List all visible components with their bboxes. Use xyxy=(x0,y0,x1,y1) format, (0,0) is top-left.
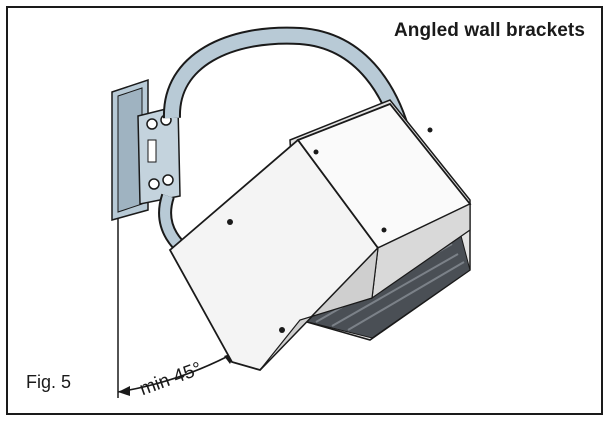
bolt-icon xyxy=(162,174,174,186)
screw-icon xyxy=(227,219,233,225)
figure-title: Angled wall brackets xyxy=(393,20,585,41)
arc-arrowhead-left xyxy=(118,386,130,396)
screw-icon xyxy=(381,227,387,233)
angle-arc xyxy=(117,351,237,393)
figure-label: Fig. 5 xyxy=(26,372,72,392)
screw-icon xyxy=(427,127,433,133)
screw-icon xyxy=(313,149,319,155)
clamp-block xyxy=(137,105,181,205)
screw-icon xyxy=(279,327,285,333)
bolt-icon xyxy=(146,118,158,130)
angle-label: min 45° xyxy=(137,358,205,400)
bolt-icon xyxy=(148,178,160,190)
